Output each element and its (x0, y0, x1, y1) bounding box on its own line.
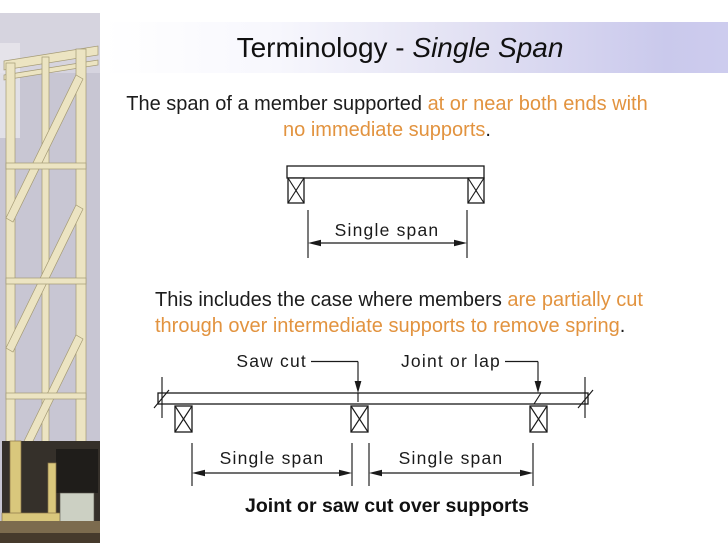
title-banner (104, 22, 728, 73)
support-right (467, 177, 485, 204)
joint-mark (533, 392, 542, 405)
right-span-label: Single span (399, 448, 504, 468)
intro-line-2: no immediate supports. (283, 119, 491, 141)
note-line-2: through over intermediate supports to re… (155, 315, 626, 337)
support-right (529, 405, 548, 433)
support-left (287, 177, 305, 204)
joint-or-lap-label: Joint or lap (401, 351, 501, 371)
single-span-label: Single span (335, 220, 440, 240)
support-middle (350, 405, 369, 433)
note-paragraph: This includes the case where members are… (155, 287, 700, 339)
diagram-caption: Joint or saw cut over supports (245, 495, 529, 517)
construction-photo (0, 13, 100, 543)
title-prefix: Terminology - (236, 32, 413, 63)
title-emphasis: Single Span (412, 32, 564, 63)
intro-paragraph: The span of a member supported at or nea… (104, 91, 670, 143)
intro-line-1: The span of a member supported at or nea… (126, 93, 648, 115)
single-span-diagram: Single span (286, 165, 485, 258)
saw-cut-label: Saw cut (236, 351, 307, 371)
note-line-1: This includes the case where members are… (155, 289, 643, 311)
joint-saw-cut-diagram: Saw cut Joint or lap (153, 351, 594, 486)
left-span-label: Single span (220, 448, 325, 468)
support-left (174, 405, 193, 433)
page-title: Terminology - Single Span (104, 22, 696, 73)
